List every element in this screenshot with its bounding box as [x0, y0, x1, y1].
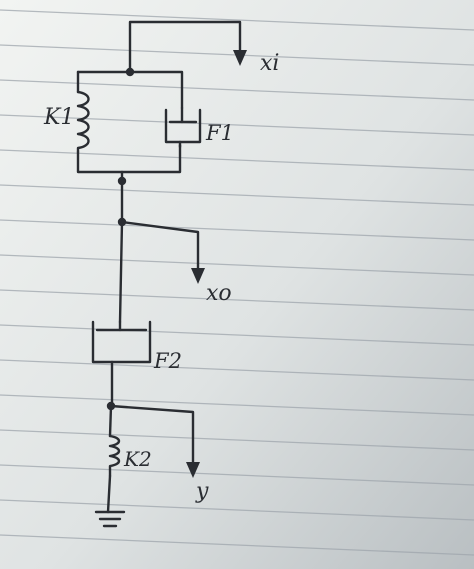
label-k2: K2: [123, 447, 152, 471]
label-xi: xi: [260, 51, 279, 76]
parallel-frame-k1-f1: [76, 70, 184, 174]
xi-arrowhead: [233, 50, 247, 66]
label-xo: xo: [206, 281, 232, 306]
ruled-lines: [0, 9, 474, 556]
label-y: y: [195, 479, 209, 504]
label-f2: F2: [153, 349, 182, 373]
intermediate-branch: [117, 170, 205, 324]
y-arrowhead: [186, 462, 200, 478]
damper-f2: [91, 320, 152, 408]
label-f1: F1: [205, 121, 234, 145]
xo-arrowhead: [191, 268, 205, 284]
label-k1: K1: [43, 105, 74, 130]
damper-f1: [164, 106, 202, 149]
ground-symbol: [94, 474, 126, 528]
output-branch: [106, 401, 200, 478]
spring-k2: [108, 434, 121, 478]
spring-k1: [76, 90, 90, 154]
